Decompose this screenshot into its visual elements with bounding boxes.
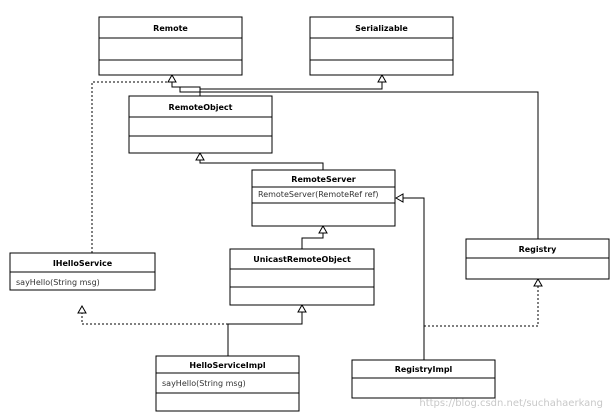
class-name: IHelloService xyxy=(53,259,113,268)
class-registry: Registry xyxy=(465,238,610,280)
arrowhead-remoteserver xyxy=(318,224,328,234)
class-serializable: Serializable xyxy=(309,16,454,76)
connectors xyxy=(77,73,543,360)
edge-remoteserver-remoteobject xyxy=(199,153,324,170)
arrowhead-remoteserver-side xyxy=(394,193,404,203)
edge-registry-remote xyxy=(179,87,539,239)
edge-remoteobject-remote xyxy=(171,75,201,96)
arrowhead-serializable xyxy=(377,73,387,83)
class-member: RemoteServer(RemoteRef ref) xyxy=(258,190,379,199)
edge-unicast-remoteserver xyxy=(301,226,324,249)
class-name: RegistryImpl xyxy=(395,365,453,374)
class-remote-object: RemoteObject xyxy=(128,95,273,154)
edge-helloimpl-ihelloservice xyxy=(81,306,228,325)
arrowhead-registry xyxy=(533,277,543,287)
class-registry-impl: RegistryImpl xyxy=(351,359,496,399)
class-name: Registry xyxy=(519,245,558,254)
class-name: UnicastRemoteObject xyxy=(253,255,351,264)
arrowhead-remote xyxy=(167,73,177,83)
arrowhead-ihelloservice xyxy=(77,304,87,314)
edge-remoteobject-serializable xyxy=(199,75,383,96)
class-remote-server: RemoteServer RemoteServer(RemoteRef ref) xyxy=(251,169,396,227)
class-name: Serializable xyxy=(355,24,408,33)
class-name: RemoteServer xyxy=(291,175,355,184)
edge-ihelloservice-remote xyxy=(91,81,167,253)
class-name: RemoteObject xyxy=(169,103,233,112)
class-remote: Remote xyxy=(98,16,243,76)
arrowhead-unicast xyxy=(297,303,307,313)
edge-registryimpl-remoteserver xyxy=(396,197,425,360)
class-hello-service-impl: HelloServiceImpl sayHello(String msg) xyxy=(155,355,300,412)
class-unicast-remote-object: UnicastRemoteObject xyxy=(229,248,375,306)
watermark-text: https://blog.csdn.net/suchahaerkang xyxy=(419,398,603,409)
class-name: Remote xyxy=(153,24,188,33)
arrowhead-remoteobject xyxy=(195,151,205,161)
edge-registryimpl-registry xyxy=(424,279,539,327)
class-ihello-service: IHelloService sayHello(String msg) xyxy=(9,252,156,291)
class-name: HelloServiceImpl xyxy=(189,361,265,370)
edge-helloimpl-unicast xyxy=(227,305,303,356)
class-member: sayHello(String msg) xyxy=(16,278,100,287)
class-member: sayHello(String msg) xyxy=(162,379,246,388)
